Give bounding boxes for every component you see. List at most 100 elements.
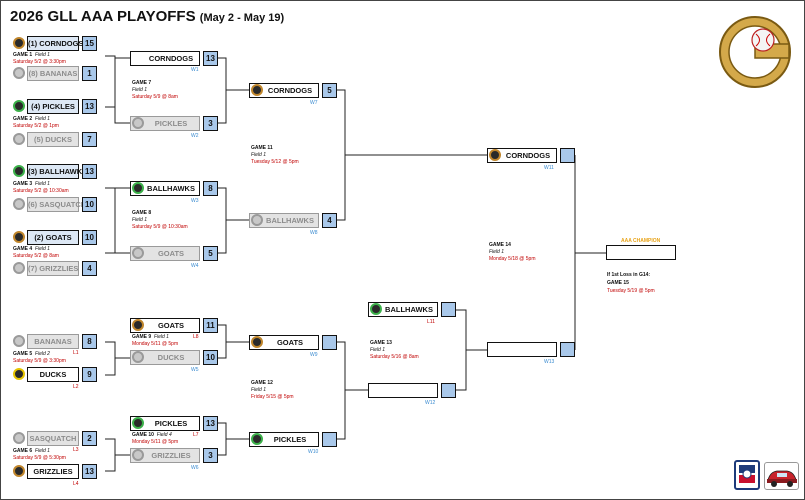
g3-score1: 13 (82, 164, 97, 179)
g10-w2-tag: W6 (191, 465, 199, 471)
g5-team2: DUCKS (27, 367, 79, 382)
g14-w2-tag: W13 (544, 359, 555, 365)
g6-score2: 13 (82, 464, 97, 479)
g4-score1: 10 (82, 230, 97, 245)
g10-l1-tag: L7 (193, 432, 199, 438)
little-league-logo-icon (734, 460, 760, 490)
g6-l2-tag: L4 (73, 481, 79, 487)
ducks-logo-icon (13, 368, 25, 380)
g14-score2 (560, 342, 575, 357)
g7-team1: CORNDOGS (130, 51, 200, 66)
g5-l1-tag: L1 (73, 350, 79, 356)
g7-team2: PICKLES (130, 116, 200, 131)
g1-team1: (1) CORNDOGS (27, 36, 83, 51)
title-date-range: (May 2 - May 19) (199, 12, 285, 24)
connector-g1-g2 (105, 55, 116, 108)
ballhawks-logo-icon (13, 165, 25, 177)
g4-team2: (7) GRIZZLIES (27, 261, 79, 276)
g11-score2: 4 (322, 213, 337, 228)
bananas-logo-icon (13, 67, 25, 79)
g9-l1-tag: L8 (193, 334, 199, 340)
g2-score1: 13 (82, 99, 97, 114)
g1-score1: 15 (82, 36, 97, 51)
g6-team1: SASQUATCH (27, 431, 79, 446)
g5-score2: 9 (82, 367, 97, 382)
g13-score1 (441, 302, 456, 317)
g8-w1-tag: W3 (191, 198, 199, 204)
g6-score1: 2 (82, 431, 97, 446)
ballhawks-logo-icon (370, 303, 382, 315)
goats-logo-icon (132, 247, 144, 259)
grizzlies-logo-icon (13, 465, 25, 477)
g8-team1: BALLHAWKS (130, 181, 200, 196)
g1-score2: 1 (82, 66, 97, 81)
g3-team1: (3) BALLHAWKS (27, 164, 87, 179)
g8-score2: 5 (203, 246, 218, 261)
connector-g3-g4 (105, 187, 116, 254)
g7-w2-tag: W2 (191, 133, 199, 139)
g13-team2 (368, 383, 438, 398)
g10-score1: 13 (203, 416, 218, 431)
g2-team2: (5) DUCKS (27, 132, 79, 147)
corndogs-logo-icon (13, 37, 25, 49)
connector-g11 (335, 89, 346, 221)
classic-car-logo-icon (764, 462, 799, 490)
g12-team2: PICKLES (249, 432, 319, 447)
grizzlies-logo-icon (13, 262, 25, 274)
g-baseball-logo-icon (719, 16, 791, 88)
g9-w2-tag: W5 (191, 367, 199, 373)
g2-team1: (4) PICKLES (27, 99, 79, 114)
g12-w1-tag: W9 (310, 352, 318, 358)
corndogs-logo-icon (251, 84, 263, 96)
g13-team1: BALLHAWKS (368, 302, 438, 317)
g5-score1: 8 (82, 334, 97, 349)
connector-g6 (105, 438, 116, 472)
connector-g12 (335, 341, 346, 440)
corndogs-logo-icon (489, 149, 501, 161)
g4-score2: 4 (82, 261, 97, 276)
ducks-logo-icon (13, 133, 25, 145)
g11-team2: BALLHAWKS (249, 213, 319, 228)
g7-score2: 3 (203, 116, 218, 131)
page-title: 2026 GLL AAA PLAYOFFS (May 2 - May 19) (10, 8, 284, 25)
g4-team1: (2) GOATS (27, 230, 79, 245)
g10-team2: GRIZZLIES (130, 448, 200, 463)
champion-box (606, 245, 676, 260)
g12-team1: GOATS (249, 335, 319, 350)
connector-g5 (105, 341, 116, 376)
g9-team1: GOATS (130, 318, 200, 333)
connector-g8 (216, 187, 227, 254)
g2-score2: 7 (82, 132, 97, 147)
connector-to-champion (574, 155, 606, 254)
g9-score1: 11 (203, 318, 218, 333)
g7-score1: 13 (203, 51, 218, 66)
title-main: 2026 GLL AAA PLAYOFFS (10, 8, 196, 25)
g7-w1-tag: W1 (191, 67, 199, 73)
ducks-logo-icon (132, 351, 144, 363)
g14-team2 (487, 342, 557, 357)
g8-w2-tag: W4 (191, 263, 199, 269)
connector-g7 (216, 57, 227, 124)
goats-logo-icon (132, 319, 144, 331)
g6-team2: GRIZZLIES (27, 464, 79, 479)
g11-w1-tag: W7 (310, 100, 318, 106)
g14-score1 (560, 148, 575, 163)
goats-logo-icon (251, 336, 263, 348)
g13-score2 (441, 383, 456, 398)
